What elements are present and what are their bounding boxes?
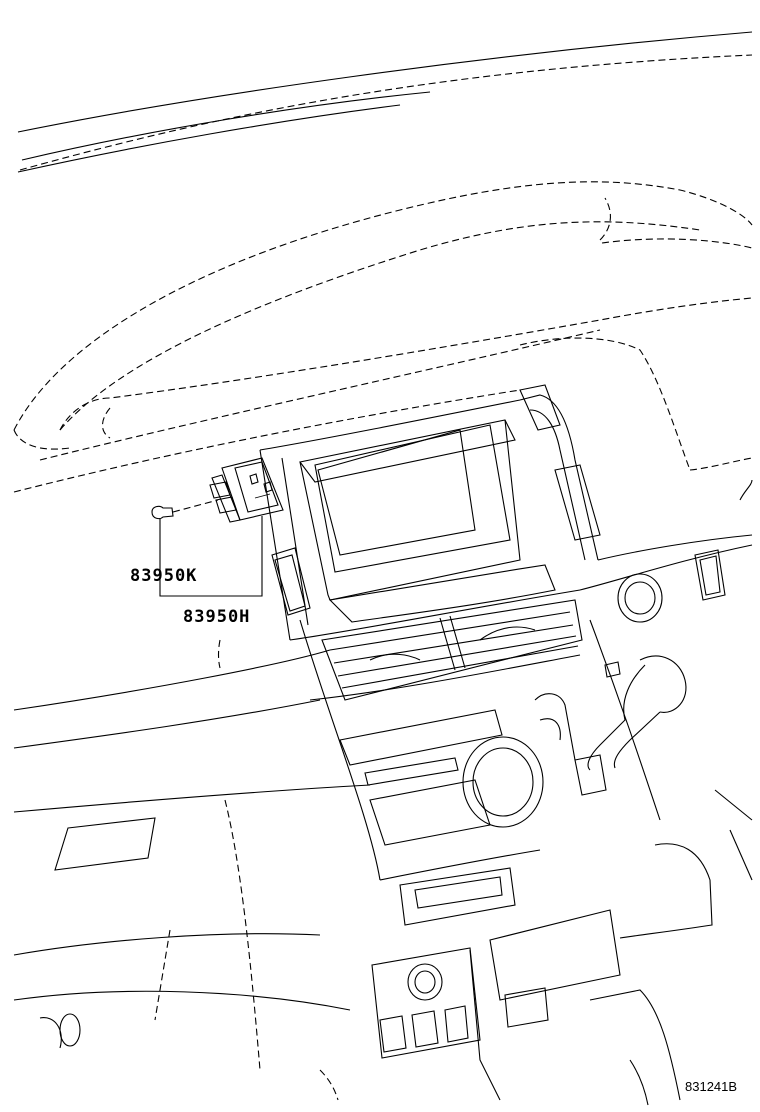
part-label-83950k: 83950K	[130, 566, 198, 586]
right-knob	[617, 573, 663, 623]
left-lower-panel	[39, 817, 156, 1049]
display-screen	[299, 419, 556, 623]
center-vent	[321, 599, 583, 701]
leader-lines	[159, 516, 263, 597]
center-console	[259, 394, 753, 881]
dash-body	[13, 337, 753, 1101]
side-vents	[271, 384, 726, 616]
windshield-lines	[17, 31, 753, 173]
dashboard-hood	[13, 181, 753, 461]
part-label-83950h: 83950H	[183, 607, 251, 627]
hazard-switch-assembly	[209, 457, 284, 523]
audio-unit	[339, 709, 544, 881]
figure-code: 831241B	[685, 1079, 738, 1094]
shift-lever	[534, 655, 687, 796]
lower-console	[371, 789, 753, 1106]
bulb-83950k	[151, 499, 219, 520]
